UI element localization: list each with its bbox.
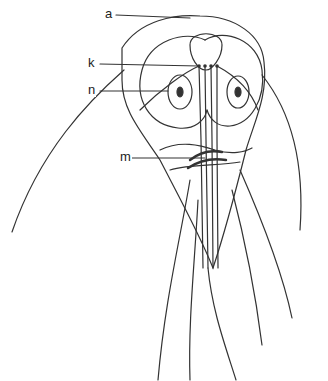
axoneme bbox=[217, 66, 258, 110]
adhesive-disc bbox=[205, 35, 263, 126]
basal-bodies bbox=[197, 64, 219, 68]
leader-line bbox=[100, 64, 199, 66]
axoneme bbox=[140, 66, 199, 110]
axoneme bbox=[199, 66, 203, 268]
axoneme bbox=[205, 66, 208, 268]
anterior-flagellum bbox=[262, 75, 301, 230]
ventral-flagellum bbox=[158, 180, 190, 380]
caudal-flagellum bbox=[208, 268, 236, 380]
axoneme bbox=[211, 66, 213, 268]
cytoplasm-line bbox=[160, 144, 252, 152]
posterolateral-flagellum bbox=[240, 170, 292, 318]
part-label: a bbox=[104, 7, 113, 21]
part-label: n bbox=[87, 83, 96, 97]
body-outline bbox=[122, 16, 265, 268]
part-label: m bbox=[119, 150, 132, 164]
posterolateral-flagellum bbox=[232, 190, 262, 345]
nucleolus bbox=[235, 87, 241, 97]
part-label: k bbox=[87, 56, 96, 70]
leader-line bbox=[116, 15, 190, 18]
axoneme bbox=[217, 66, 218, 268]
leader-line bbox=[132, 157, 205, 158]
disc-center bbox=[190, 34, 222, 70]
nucleus bbox=[168, 75, 192, 109]
cytoplasm-line bbox=[170, 162, 240, 170]
anterior-flagellum bbox=[12, 70, 124, 232]
leader-line bbox=[100, 90, 168, 91]
adhesive-disc bbox=[140, 36, 207, 128]
ventral-flagellum bbox=[190, 200, 198, 380]
nucleolus bbox=[177, 87, 183, 97]
